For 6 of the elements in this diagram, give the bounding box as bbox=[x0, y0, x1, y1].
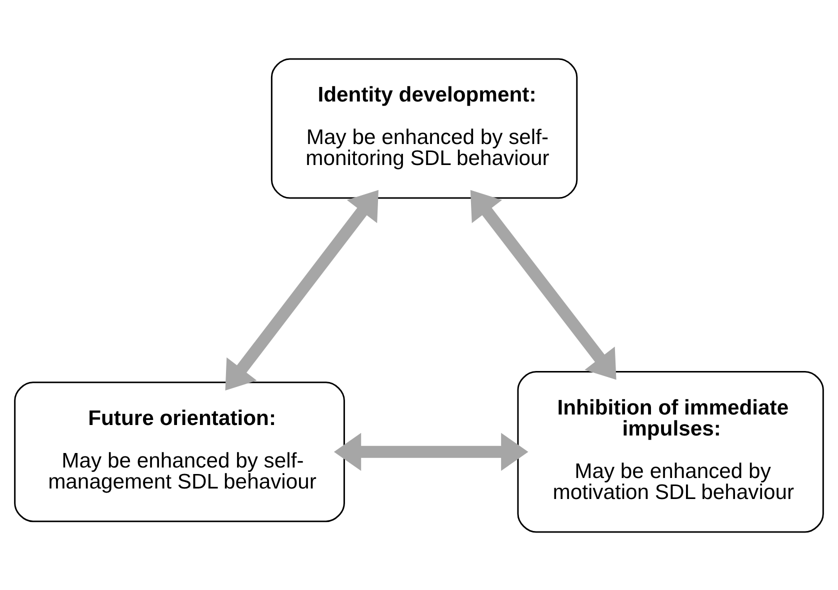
node-box: Identity development: May be enhanced by self-monitoring SDL behaviour bbox=[270, 58, 578, 198]
arrow bbox=[470, 190, 616, 380]
arrow bbox=[334, 432, 528, 470]
node-box: Inhibition of immediate impulses: May be enhanced by motivation SDL behaviour bbox=[517, 370, 824, 532]
node-box: Future orientation: May be enhanced by self-management SDL behaviour bbox=[14, 381, 345, 522]
arrow bbox=[225, 190, 378, 390]
